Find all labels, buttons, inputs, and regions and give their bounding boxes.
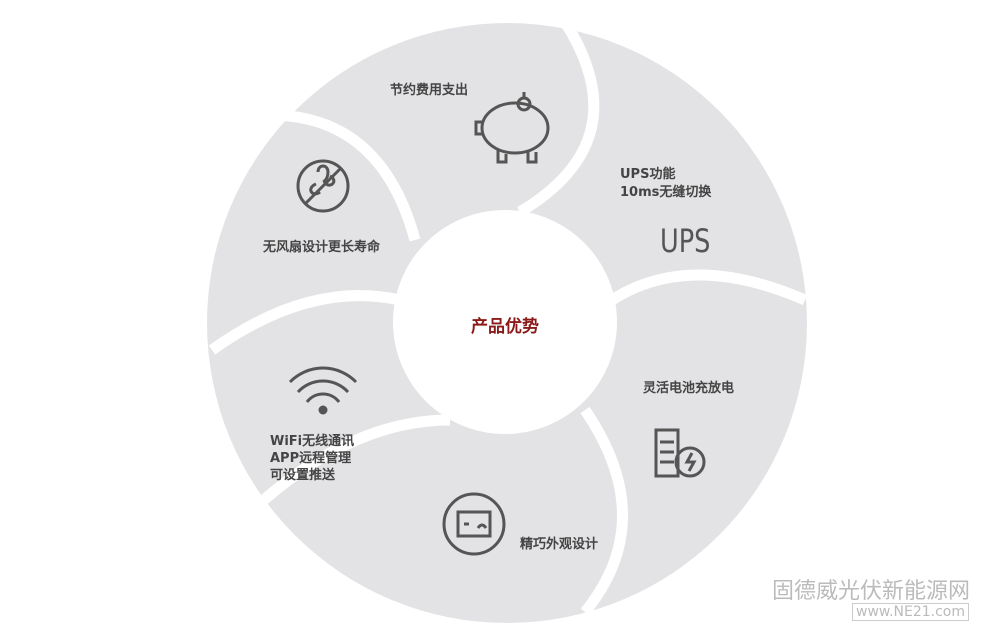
segment-label-cost: 节约费用支出 xyxy=(390,83,469,98)
piggy-bank-icon xyxy=(474,92,550,164)
segment-label-fanless: 无风扇设计更长寿命 xyxy=(263,240,381,255)
center-circle xyxy=(393,210,617,434)
segment-label-battery: 灵活电池充放电 xyxy=(643,381,735,396)
watermark-url: www.NE21.com xyxy=(852,603,969,621)
segment-label-wifi-2: APP远程管理 xyxy=(270,451,352,466)
segment-label-wifi-1: WiFi无线通讯 xyxy=(270,434,355,449)
watermark-text: 固德威光伏新能源网 xyxy=(772,579,971,604)
no-fan-icon xyxy=(296,159,350,213)
segment-separators xyxy=(208,19,808,616)
segment-label-wifi-3: 可设置推送 xyxy=(270,468,336,483)
segment-label-design: 精巧外观设计 xyxy=(520,537,599,552)
battery-charge-icon xyxy=(654,428,706,478)
segment-label-ups-2: 10ms无缝切换 xyxy=(620,185,712,200)
wifi-icon xyxy=(288,366,358,415)
segment-label-ups-1: UPS功能 xyxy=(620,167,676,182)
center-title: 产品优势 xyxy=(471,317,539,337)
device-icon xyxy=(442,492,506,556)
ups-text: UPS xyxy=(660,222,711,260)
